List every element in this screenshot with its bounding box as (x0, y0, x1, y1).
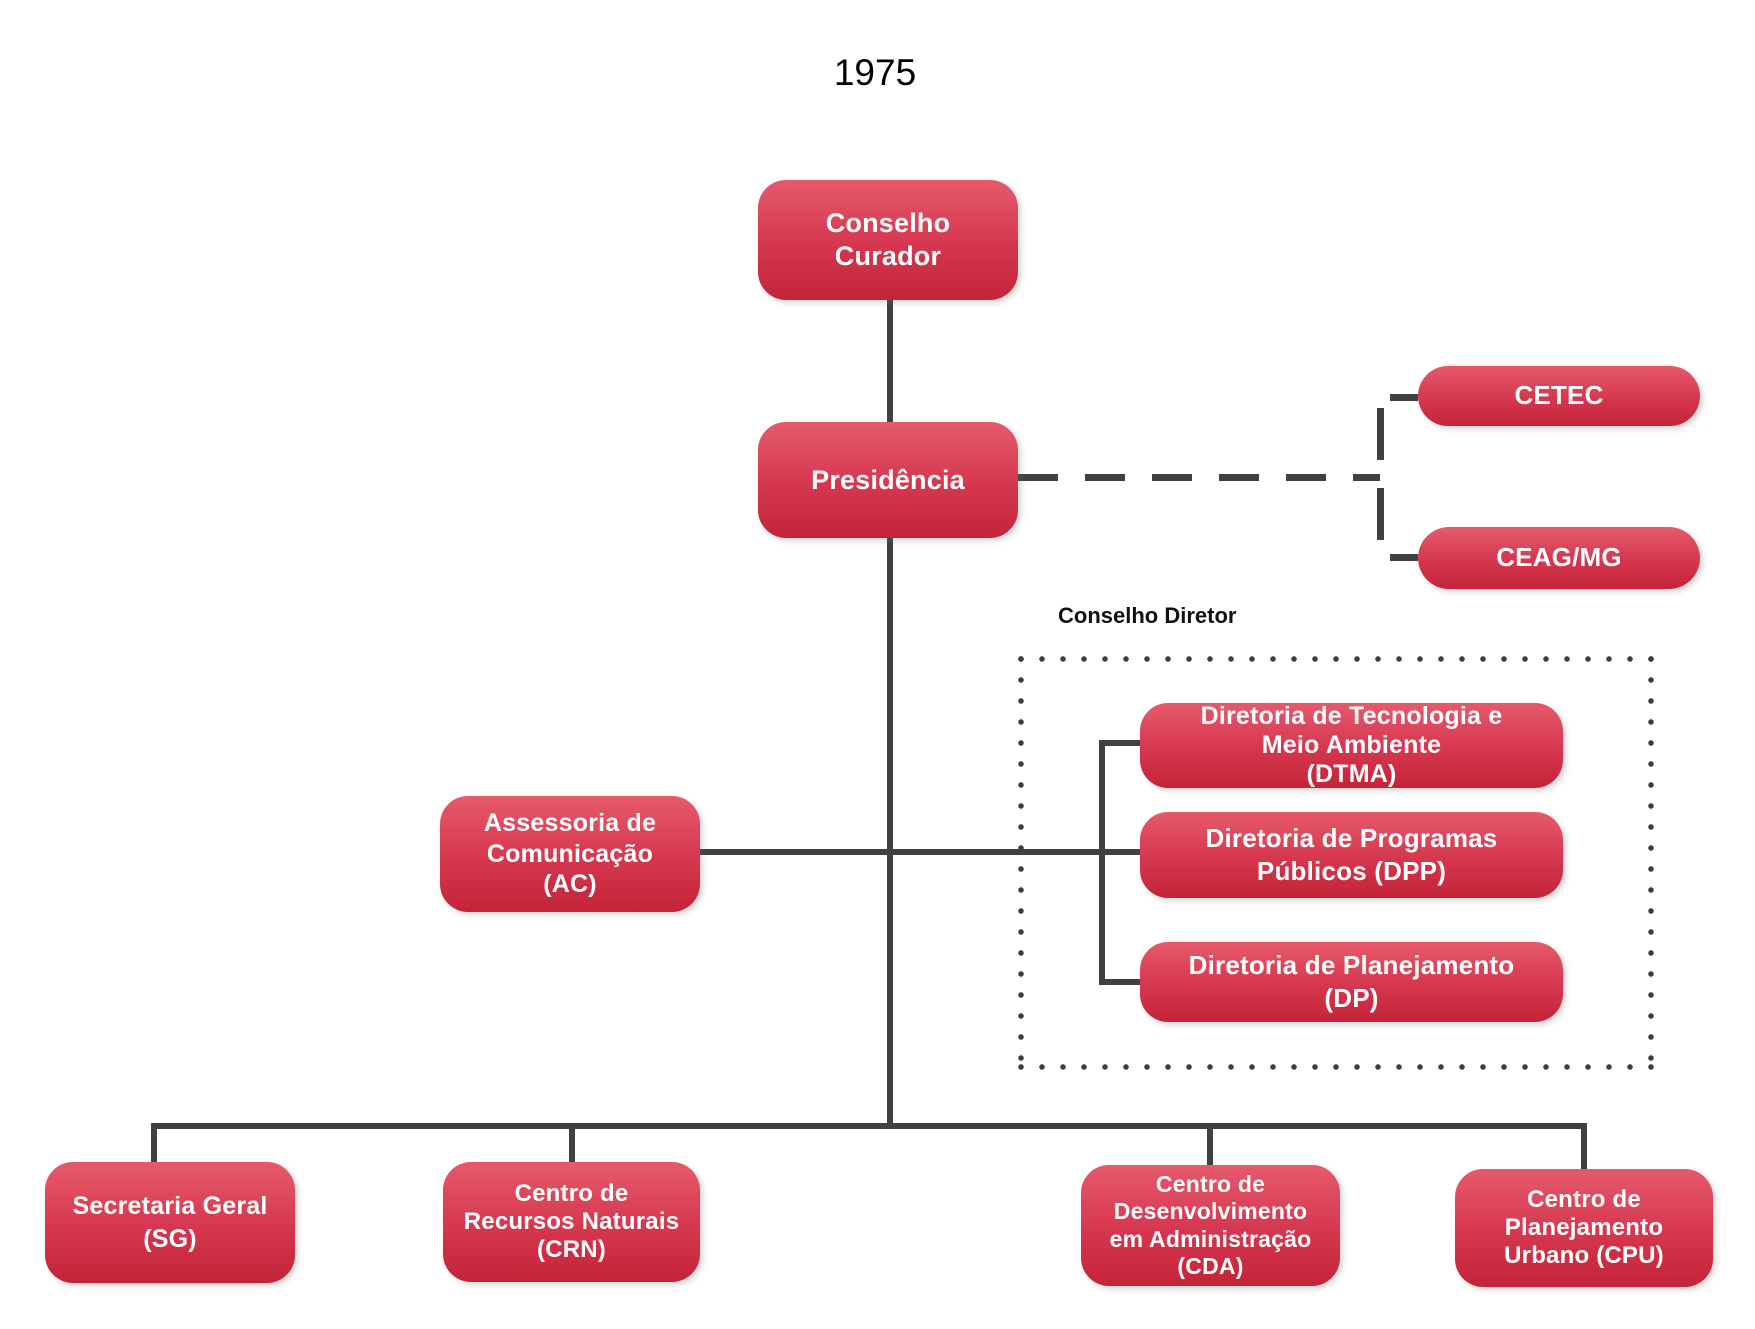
node-centro-desenvolvimento-administracao: Centro de Desenvolvimento em Administraç… (1081, 1165, 1340, 1286)
connector-drop-sg (151, 1123, 157, 1165)
chart-title: 1975 (833, 52, 917, 93)
node-label-dp: Diretoria de Planejamento (DP) (1188, 949, 1515, 1013)
node-presidencia: Presidência (758, 422, 1018, 538)
connector-bracket-dtma (1099, 740, 1140, 746)
connector-drop-cda (1207, 1123, 1213, 1168)
node-assessoria-comunicacao: Assessoria de Comunicação (AC) (440, 796, 700, 912)
connector-curador-presidencia (887, 300, 893, 422)
node-centro-planejamento-urbano: Centro de Planejamento Urbano (CPU) (1455, 1169, 1713, 1287)
dotted-border-bottom (1018, 1064, 1654, 1070)
node-label-presidencia: Presidência (811, 464, 965, 495)
connector-diretorias-bracket (1099, 740, 1105, 985)
node-conselho-curador: Conselho Curador (758, 180, 1018, 300)
group-frame-conselho-diretor (1018, 656, 1654, 1070)
node-label-ceag-mg: CEAG/MG (1496, 542, 1622, 573)
node-label-dtma: Diretoria de Tecnologia e Meio Ambiente … (1200, 702, 1503, 788)
node-cetec: CETEC (1418, 366, 1700, 426)
dotted-border-top (1018, 656, 1654, 662)
node-label-centro-desenvolvimento-administracao: Centro de Desenvolvimento em Administraç… (1109, 1171, 1312, 1279)
dashed-connector-vertical (1377, 408, 1384, 548)
connector-drop-cpu (1581, 1123, 1587, 1172)
group-label-conselho-diretor: Conselho Diretor (1058, 603, 1237, 628)
dashed-stub-cetec (1390, 394, 1418, 401)
node-label-centro-planejamento-urbano: Centro de Planejamento Urbano (CPU) (1504, 1186, 1664, 1269)
node-dpp: Diretoria de Programas Públicos (DPP) (1140, 812, 1563, 898)
node-secretaria-geral: Secretaria Geral (SG) (45, 1162, 295, 1283)
node-centro-recursos-naturais: Centro de Recursos Naturais (CRN) (443, 1162, 700, 1282)
dotted-border-right (1648, 656, 1654, 1070)
node-label-conselho-curador: Conselho Curador (825, 208, 951, 271)
connector-ac-dpp (700, 849, 1140, 855)
node-label-dpp: Diretoria de Programas Públicos (DPP) (1205, 822, 1498, 886)
node-label-cetec: CETEC (1514, 380, 1604, 411)
node-label-secretaria-geral: Secretaria Geral (SG) (72, 1191, 268, 1253)
node-label-assessoria-comunicacao: Assessoria de Comunicação (AC) (483, 809, 657, 899)
connector-bracket-dp (1099, 979, 1140, 985)
node-dtma: Diretoria de Tecnologia e Meio Ambiente … (1140, 702, 1563, 788)
connector-drop-crn (569, 1123, 575, 1165)
dotted-border-left (1018, 656, 1024, 1070)
node-label-centro-recursos-naturais: Centro de Recursos Naturais (CRN) (463, 1180, 680, 1263)
dashed-stub-ceag (1390, 554, 1418, 561)
connector-bottom-branch (151, 1123, 1587, 1129)
node-dp: Diretoria de Planejamento (DP) (1140, 942, 1563, 1022)
node-ceag-mg: CEAG/MG (1418, 527, 1700, 589)
connector-presidencia-trunk (887, 538, 893, 1129)
dashed-connector-presidencia (1018, 474, 1380, 481)
